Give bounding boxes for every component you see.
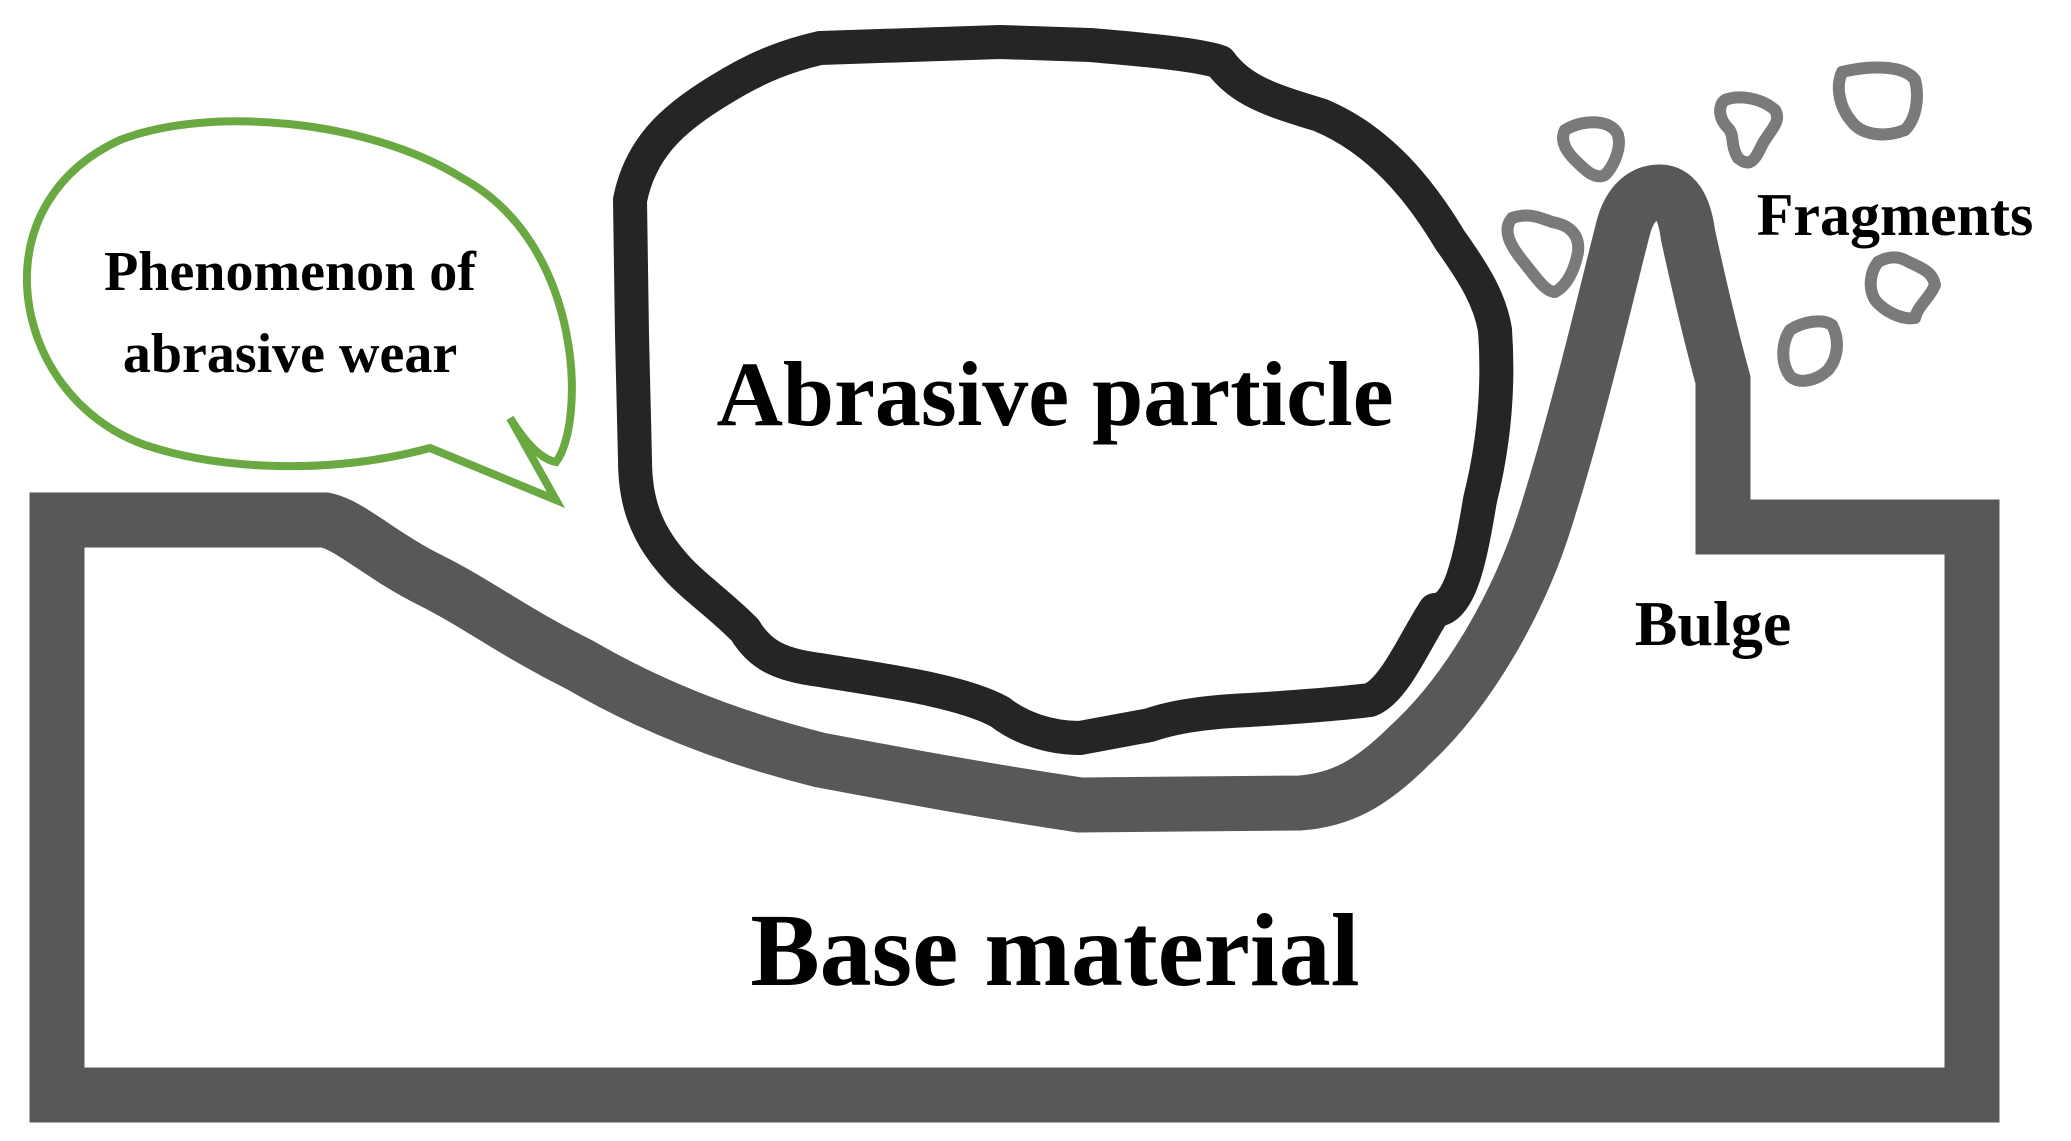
base-material-label: Base material (750, 893, 1359, 1008)
fragment-3 (1714, 91, 1784, 169)
fragments-label: Fragments (1757, 182, 2034, 248)
fragments-group (1501, 61, 1941, 387)
bulge-label: Bulge (1635, 588, 1791, 659)
abrasive-particle-label: Abrasive particle (716, 343, 1393, 445)
fragment-2 (1501, 209, 1585, 298)
fragment-4 (1832, 61, 1923, 141)
speech-bubble-text-line1: Phenomenon of (104, 241, 477, 303)
base-material-outline (29, 164, 2000, 1123)
speech-bubble (22, 117, 576, 509)
abrasive-particle-outline (613, 25, 1514, 755)
fragment-6 (1777, 315, 1843, 387)
fragment-5 (1864, 251, 1941, 325)
speech-bubble-text-line2: abrasive wear (123, 323, 457, 385)
fragment-1 (1557, 116, 1625, 183)
